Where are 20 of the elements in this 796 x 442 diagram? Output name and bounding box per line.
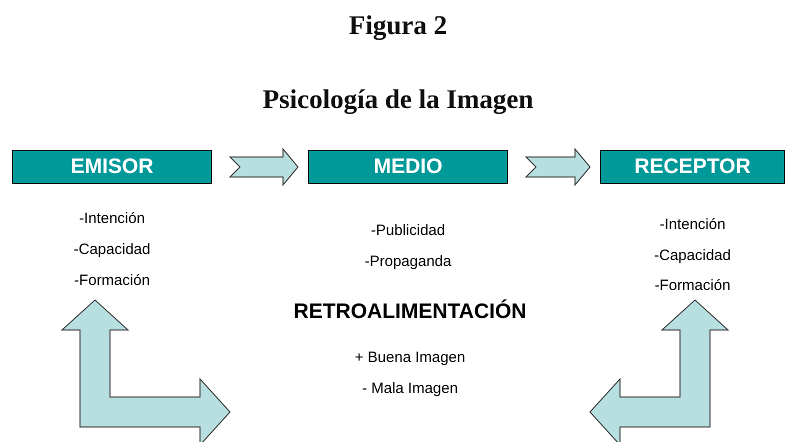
list-item: -Capacidad xyxy=(654,247,731,264)
list-item: -Intención xyxy=(79,210,145,227)
stage-header-box: MEDIO xyxy=(308,150,508,184)
list-item: -Formación xyxy=(654,277,730,294)
stage-header-box: RECEPTOR xyxy=(600,150,785,184)
diagram-subtitle: Psicología de la Imagen xyxy=(262,84,534,115)
stage-header-box: EMISOR xyxy=(12,150,212,184)
list-item: - Mala Imagen xyxy=(362,380,458,397)
list-item: + Buena Imagen xyxy=(354,349,466,366)
list-item: -Capacidad xyxy=(74,241,150,258)
block-arrow xyxy=(60,299,231,442)
figure-title: Figura 2 xyxy=(348,10,448,41)
list-item: -Intención xyxy=(660,216,726,233)
block-arrow xyxy=(228,148,299,186)
list-item: -Propaganda xyxy=(364,253,452,270)
block-arrow xyxy=(589,299,730,442)
block-arrow xyxy=(524,148,591,186)
list-item: -Formación xyxy=(74,272,150,289)
list-item: -Publicidad xyxy=(370,222,446,239)
section-heading: RETROALIMENTACIÓN xyxy=(294,300,526,324)
